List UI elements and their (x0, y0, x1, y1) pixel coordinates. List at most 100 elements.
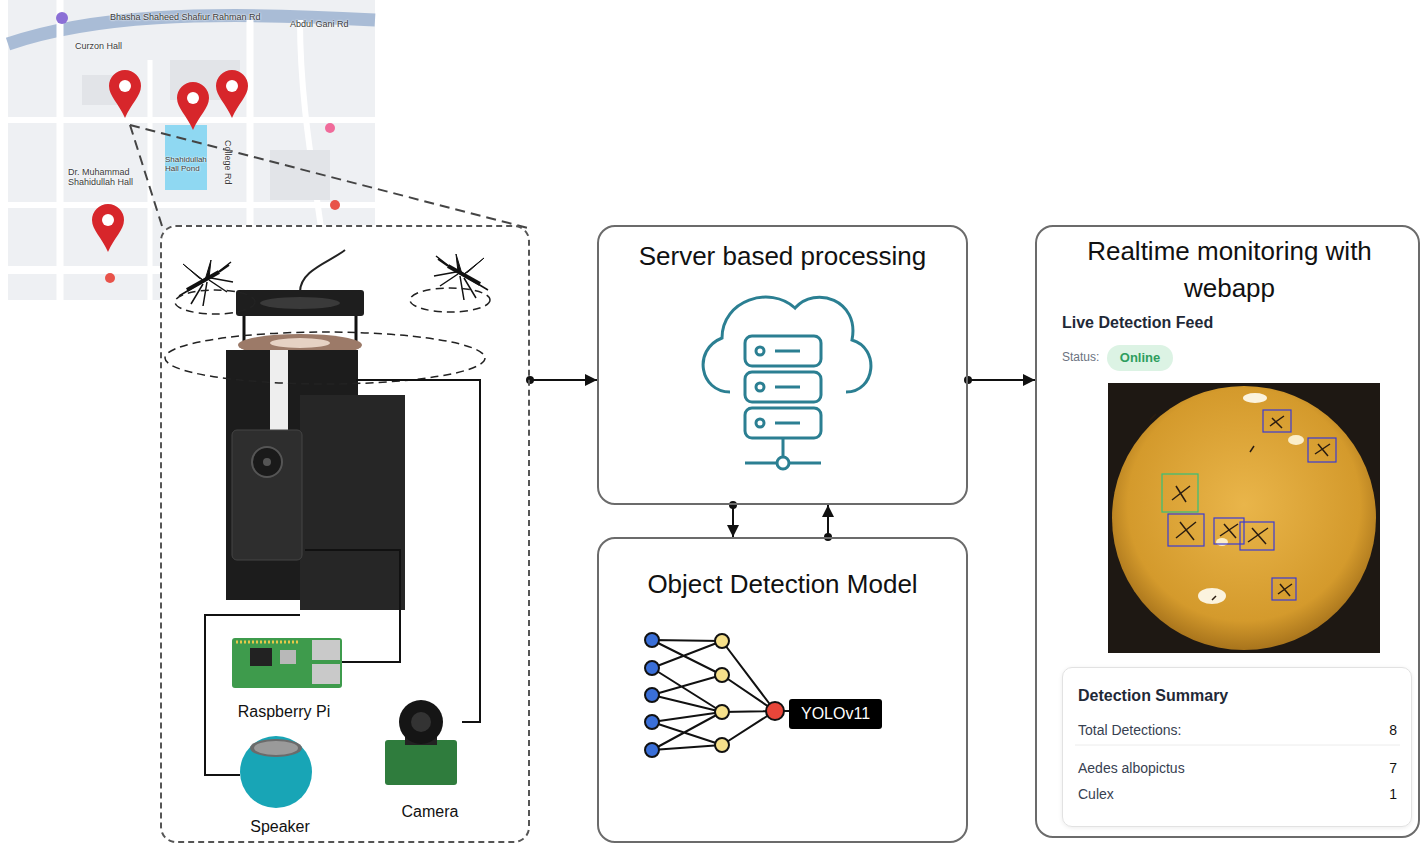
raspberry-pi-board-part (236, 641, 300, 644)
map-pin-part (102, 214, 114, 226)
mosquito-specimen-part (1150, 414, 1254, 600)
zoom-line-part (130, 125, 528, 228)
panel-ground (160, 225, 530, 843)
webapp-panel: OnlineDetection SummaryTotal Detections:… (1035, 225, 1420, 838)
zoom-line (130, 125, 528, 228)
road-name: Abdul Gani Rd (290, 20, 370, 30)
raspberry-pi-board (232, 638, 342, 688)
neural-node-part (715, 634, 729, 648)
panel-title: Realtime monitoring with webapp (1082, 233, 1377, 307)
cloud-server-icon-part (756, 419, 764, 427)
map-pin-part (92, 204, 124, 252)
mosquito-icon-part (179, 262, 233, 306)
cloud-server-icon-part (756, 347, 764, 355)
trap-device (226, 250, 405, 610)
raspberry-pi-board-part (280, 650, 296, 664)
cloud-server-icon-part (756, 383, 764, 391)
camera-module-part (399, 700, 443, 744)
flow-arrow (827, 505, 829, 537)
device-panel: Raspberry PiSpeakerCamera (160, 225, 530, 843)
species-label: Aedes albopictus (1078, 760, 1298, 777)
feed-image-part (1108, 383, 1380, 653)
cloud-server-icon-part (777, 457, 789, 469)
connector-dot (964, 376, 972, 384)
neural-node-part (766, 702, 784, 720)
trap-device-part (232, 430, 302, 560)
connector-group (824, 505, 832, 541)
cloud-server-icon-part (775, 351, 800, 423)
feed-heading: Live Detection Feed (1062, 313, 1322, 332)
model-name: YOLOv11 (789, 704, 882, 723)
part-label: Speaker (220, 817, 340, 836)
summary-label: Total Detections: (1078, 722, 1298, 739)
detection-box-part (1263, 410, 1291, 432)
speaker-icon-part (254, 741, 298, 755)
summary-card: Detection SummaryTotal Detections:8Aedes… (1062, 667, 1412, 827)
status-pill: Online (1107, 345, 1173, 371)
neural-node-part (715, 738, 729, 752)
map-pin-part (226, 80, 238, 92)
camera-module (385, 700, 457, 785)
dashed-ellipse-part (175, 290, 255, 314)
map-part (8, 266, 160, 274)
trap-device-part (300, 395, 405, 610)
mosquito-icon-part (434, 256, 488, 300)
species-label: Culex (1078, 786, 1298, 803)
speaker-icon-part (240, 736, 312, 808)
detection-box-part (1240, 522, 1274, 550)
box-title: Object Detection Model (599, 569, 966, 600)
separator (1075, 745, 1400, 746)
map-part (57, 0, 64, 300)
mosquito-icon (179, 260, 233, 306)
trap-device-part (252, 447, 282, 477)
trap-device-part (300, 250, 345, 292)
raspberry-pi-board-part (232, 638, 342, 688)
wire-part (205, 615, 300, 775)
raspberry-pi-board-part (250, 648, 272, 666)
detection-box-part (1272, 578, 1296, 600)
road-name: College Rd (222, 140, 232, 210)
trap-device-part (270, 350, 288, 435)
neural-node-part (645, 743, 659, 757)
map-part (325, 123, 335, 133)
dashed-ellipse-part (165, 332, 485, 384)
part-label: Raspberry Pi (224, 702, 344, 721)
feed-image-part (1288, 435, 1304, 445)
feed-image-part (1198, 588, 1226, 604)
status-label: Status: (1062, 350, 1122, 364)
raspberry-pi-board-part (312, 640, 340, 660)
camera-module-part (385, 740, 457, 785)
speaker-icon-part (250, 739, 302, 757)
map-part (105, 273, 115, 283)
map-pin-part (187, 92, 199, 104)
map-pin-part (177, 82, 209, 130)
feed-image-part (1216, 538, 1228, 546)
wire-part (305, 550, 400, 662)
detection-box (1162, 410, 1336, 600)
place-name: Shahidullah Hall Pond (165, 156, 209, 174)
summary-count: 8 (1337, 722, 1397, 739)
connector-dot (729, 501, 737, 509)
neural-node-part (645, 688, 659, 702)
trap-device-part (263, 458, 271, 466)
trap-device-part (260, 297, 340, 309)
connector-dot (526, 376, 534, 384)
neural-node-part (645, 661, 659, 675)
mosquito-specimen-part (1315, 444, 1330, 456)
status-value: Online (1107, 350, 1173, 366)
neural-net-icon (652, 640, 789, 750)
mosquito-icon (434, 254, 488, 300)
process-box: Server based processing (597, 225, 968, 505)
feed-image-part (1243, 393, 1267, 403)
model-badge: YOLOv11 (789, 699, 882, 729)
box-title: Server based processing (599, 241, 966, 272)
detection-box-part (1168, 514, 1204, 546)
map-part (330, 200, 340, 210)
map-pin-part (216, 70, 248, 118)
flow-arrow (968, 379, 1035, 381)
flow-arrow (732, 505, 734, 537)
mosquito-icon-part (456, 254, 462, 274)
